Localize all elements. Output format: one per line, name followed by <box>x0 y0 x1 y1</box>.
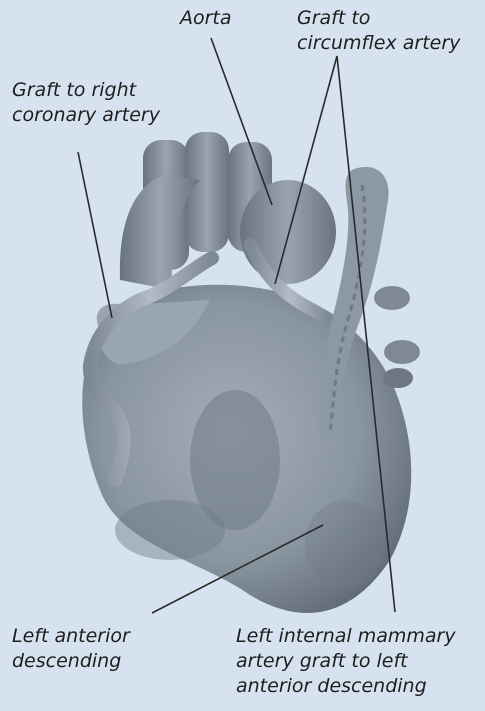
label-lad-line1: Left anterior <box>12 624 130 649</box>
label-graft-right-line1: Graft to right <box>12 78 160 103</box>
label-lima-line2: artery graft to left <box>236 649 456 674</box>
label-graft-right-line2: coronary artery <box>12 103 160 128</box>
heart-shadow-patch <box>305 500 385 590</box>
label-lima-graft: Left internal mammary artery graft to le… <box>236 624 456 699</box>
label-graft-right-coronary: Graft to right coronary artery <box>12 78 160 128</box>
aorta-shape <box>240 180 336 284</box>
label-left-anterior-descending: Left anterior descending <box>12 624 130 674</box>
label-aorta: Aorta <box>180 6 232 31</box>
label-graft-circumflex: Graft to circumflex artery <box>297 6 460 56</box>
label-lima-line3: anterior descending <box>236 674 456 699</box>
label-lima-line1: Left internal mammary <box>236 624 456 649</box>
leader-right-coronary <box>78 152 112 318</box>
label-graft-circumflex-line1: Graft to <box>297 6 460 31</box>
label-graft-circumflex-line2: circumflex artery <box>297 31 460 56</box>
label-lad-line2: descending <box>12 649 130 674</box>
heart-shadow-patch <box>115 500 225 560</box>
